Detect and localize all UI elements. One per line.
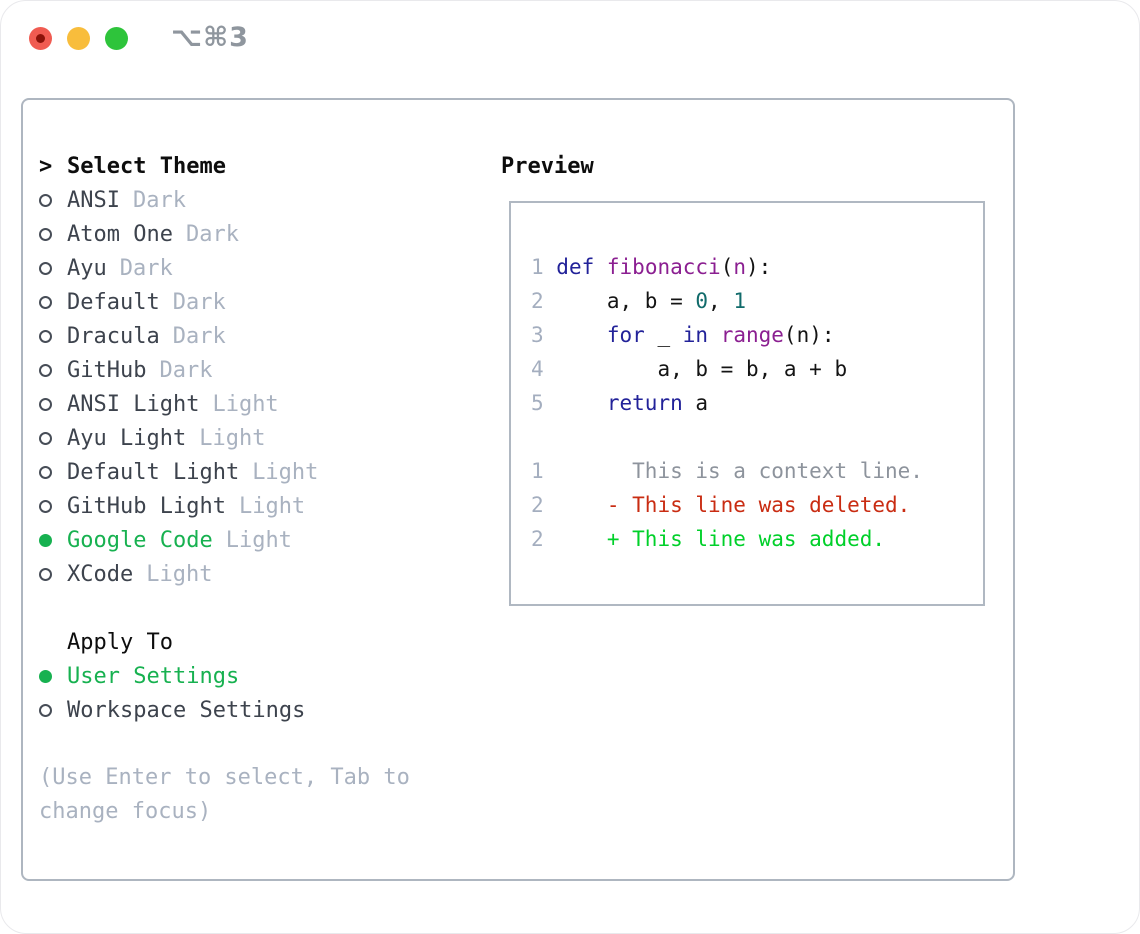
apply-option-label: User Settings bbox=[67, 663, 240, 689]
theme-option-xcode[interactable]: XCode Light bbox=[39, 557, 491, 591]
apply-option-label: Workspace Settings bbox=[67, 697, 306, 723]
theme-option-label: GitHub Light bbox=[67, 493, 226, 519]
theme-option-default[interactable]: Default Dark bbox=[39, 285, 491, 319]
theme-option-label: Ayu bbox=[67, 255, 107, 281]
radio-icon bbox=[39, 261, 52, 275]
preview-line: 3 for _ in range(n): bbox=[531, 323, 835, 347]
theme-variant-label: Light bbox=[225, 527, 292, 553]
apply-to-title: Apply To bbox=[67, 629, 173, 655]
theme-option-label: Google Code bbox=[67, 527, 213, 553]
zoom-button[interactable] bbox=[105, 27, 128, 50]
theme-option-ayu-light[interactable]: Ayu Light Light bbox=[39, 421, 491, 455]
theme-option-google-code[interactable]: Google Code Light bbox=[39, 523, 491, 557]
preview-line: 1 This is a context line. bbox=[531, 459, 923, 483]
theme-option-label: ANSI Light bbox=[67, 391, 200, 417]
theme-variant-label: Dark bbox=[159, 357, 213, 383]
theme-option-label: Dracula bbox=[67, 323, 160, 349]
theme-variant-label: Light bbox=[212, 391, 279, 417]
radio-icon bbox=[39, 363, 52, 377]
theme-option-github[interactable]: GitHub Dark bbox=[39, 353, 491, 387]
theme-variant-label: Light bbox=[252, 459, 319, 485]
theme-variant-label: Dark bbox=[132, 187, 186, 213]
theme-option-label: ANSI bbox=[67, 187, 120, 213]
radio-icon bbox=[39, 227, 52, 241]
preview-line: 2 + This line was added. bbox=[531, 527, 886, 551]
preview-line: 2 a, b = 0, 1 bbox=[531, 289, 746, 313]
radio-icon bbox=[39, 567, 52, 581]
select-theme-header: > Select Theme bbox=[39, 149, 491, 183]
theme-option-ansi-light[interactable]: ANSI Light Light bbox=[39, 387, 491, 421]
radio-icon bbox=[39, 465, 52, 479]
radio-icon bbox=[39, 193, 52, 207]
radio-icon bbox=[39, 499, 52, 513]
theme-variant-label: Light bbox=[146, 561, 213, 587]
theme-option-ayu[interactable]: Ayu Dark bbox=[39, 251, 491, 285]
theme-option-ansi[interactable]: ANSI Dark bbox=[39, 183, 491, 217]
theme-variant-label: Dark bbox=[185, 221, 239, 247]
theme-option-label: Default Light bbox=[67, 459, 240, 485]
radio-icon bbox=[39, 329, 52, 343]
theme-option-github-light[interactable]: GitHub Light Light bbox=[39, 489, 491, 523]
theme-option-atom-one[interactable]: Atom One Dark bbox=[39, 217, 491, 251]
theme-option-label: Ayu Light bbox=[67, 425, 187, 451]
preview-box: 1 def fibonacci(n): 2 a, b = 0, 1 3 for _ … bbox=[509, 201, 985, 606]
window-title: ⌥⌘3 bbox=[171, 22, 249, 53]
preview-line: 2 - This line was deleted. bbox=[531, 493, 911, 517]
apply-option-user-settings[interactable]: User Settings bbox=[39, 659, 491, 693]
close-button[interactable] bbox=[29, 27, 52, 50]
radio-icon bbox=[39, 397, 52, 411]
radio-icon bbox=[39, 703, 52, 717]
select-theme-title: Select Theme bbox=[67, 153, 226, 179]
theme-option-label: Default bbox=[67, 289, 160, 315]
radio-selected-icon bbox=[39, 533, 52, 547]
theme-option-default-light[interactable]: Default Light Light bbox=[39, 455, 491, 489]
theme-variant-label: Dark bbox=[172, 323, 226, 349]
theme-variant-label: Dark bbox=[172, 289, 226, 315]
radio-selected-icon bbox=[39, 669, 52, 683]
preview-line: 1 def fibonacci(n): bbox=[531, 255, 772, 279]
theme-option-label: XCode bbox=[67, 561, 134, 587]
theme-option-label: Atom One bbox=[67, 221, 173, 247]
preview-line bbox=[531, 420, 983, 454]
preview-title: Preview bbox=[501, 153, 594, 179]
apply-option-workspace-settings[interactable]: Workspace Settings bbox=[39, 693, 491, 727]
preview-line: 4 a, b = b, a + b bbox=[531, 357, 848, 381]
theme-variant-label: Light bbox=[238, 493, 306, 519]
radio-icon bbox=[39, 431, 52, 445]
keyboard-hint: (Use Enter to select, Tab to change focu… bbox=[39, 765, 410, 824]
preview-line: 5 return a bbox=[531, 391, 709, 415]
traffic-lights bbox=[29, 27, 128, 50]
minimize-button[interactable] bbox=[67, 27, 90, 50]
preview-code: 1 def fibonacci(n): 2 a, b = 0, 1 3 for _ … bbox=[511, 203, 983, 556]
radio-icon bbox=[39, 295, 52, 309]
theme-option-dracula[interactable]: Dracula Dark bbox=[39, 319, 491, 353]
cursor-arrow-icon: > bbox=[39, 153, 53, 179]
theme-variant-label: Light bbox=[199, 425, 266, 451]
theme-variant-label: Dark bbox=[119, 255, 173, 281]
theme-option-label: GitHub bbox=[67, 357, 147, 383]
titlebar: ⌥⌘3 bbox=[1, 1, 1139, 76]
